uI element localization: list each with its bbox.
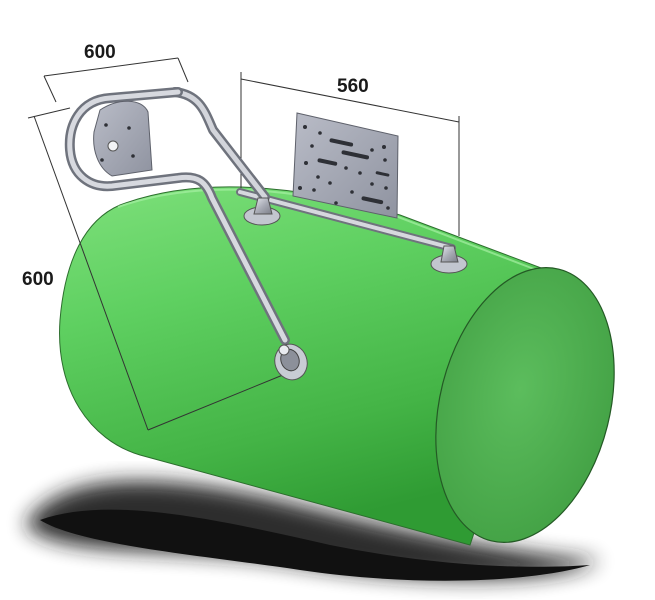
ground-shadow xyxy=(25,480,600,581)
mount-foot-side xyxy=(274,343,308,381)
handle-frame xyxy=(64,87,456,345)
dimension-label-plate: 560 xyxy=(337,76,369,97)
handle-bracket xyxy=(93,100,153,177)
tank-end-cap xyxy=(435,267,615,543)
dimension-left-600: 600 xyxy=(22,107,301,431)
mount-foot-left xyxy=(243,197,281,226)
mount-foot-right xyxy=(430,245,468,274)
dimension-label-left: 600 xyxy=(22,269,54,290)
dimension-top-600: 600 xyxy=(43,42,189,103)
mounting-plate xyxy=(292,112,399,219)
dimension-plate-560: 560 xyxy=(240,72,460,236)
dimension-label-top: 600 xyxy=(84,42,116,63)
